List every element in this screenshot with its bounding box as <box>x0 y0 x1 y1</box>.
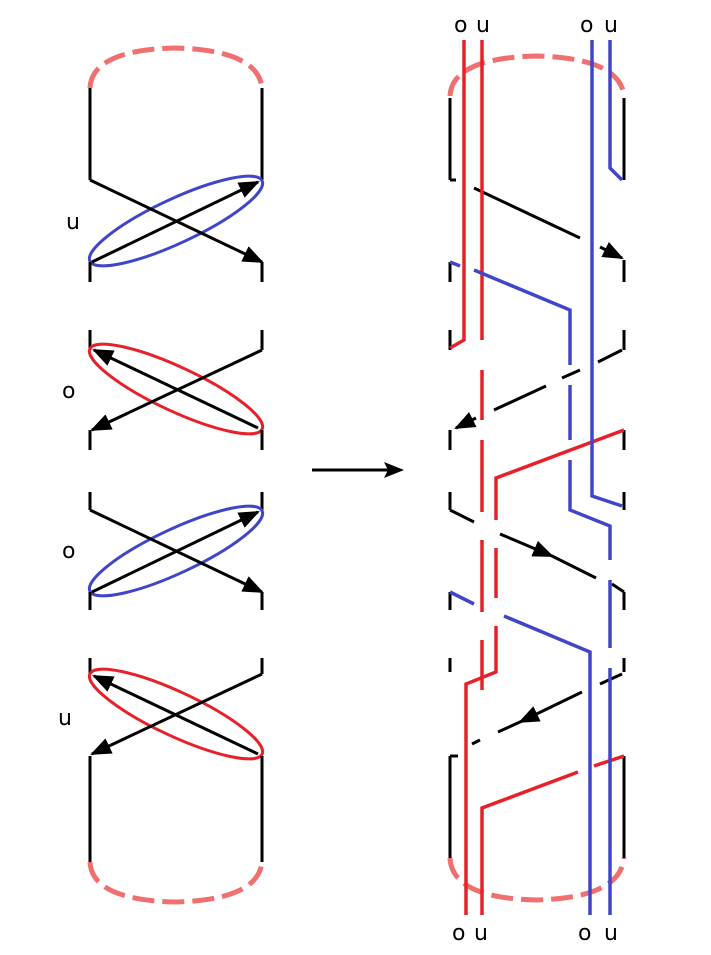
top-label-u-red: u <box>476 13 490 38</box>
top-cap <box>87 45 265 89</box>
crossing-label: o <box>62 539 75 564</box>
crossing-label: u <box>66 210 80 235</box>
crossing-3: o <box>62 492 265 610</box>
over-strands-red <box>449 40 625 915</box>
bottom-cap <box>447 857 627 903</box>
bottom-label-u-blue: u <box>604 921 618 946</box>
right-panel: o u o u o u o u <box>447 13 627 946</box>
crossing-4: u <box>58 658 265 761</box>
strand <box>91 510 260 594</box>
under-strands-blue <box>449 40 624 915</box>
bottom-label-o-red: o <box>452 921 465 946</box>
left-panel: u o o <box>58 45 265 905</box>
crossing-2: o <box>62 330 265 450</box>
top-label-o-blue: o <box>580 13 593 38</box>
crossing-label: u <box>58 706 72 731</box>
top-label-u-blue: u <box>604 13 618 38</box>
crossing-1: u <box>66 174 265 282</box>
strand <box>92 348 259 430</box>
strand <box>91 180 260 264</box>
crossing-loop <box>87 504 265 598</box>
knot-strands <box>448 98 626 858</box>
bottom-label-o-blue: o <box>578 921 591 946</box>
top-cap <box>447 53 627 97</box>
crossing-loop <box>87 342 265 436</box>
transformation-arrow <box>312 462 404 478</box>
bottom-label-u-red: u <box>474 921 488 946</box>
bottom-cap <box>87 861 265 905</box>
crossing-label: o <box>62 379 75 404</box>
top-label-o-red: o <box>454 13 467 38</box>
crossing-loop <box>87 174 265 268</box>
strand <box>92 674 259 756</box>
crossing-loop <box>87 667 265 761</box>
